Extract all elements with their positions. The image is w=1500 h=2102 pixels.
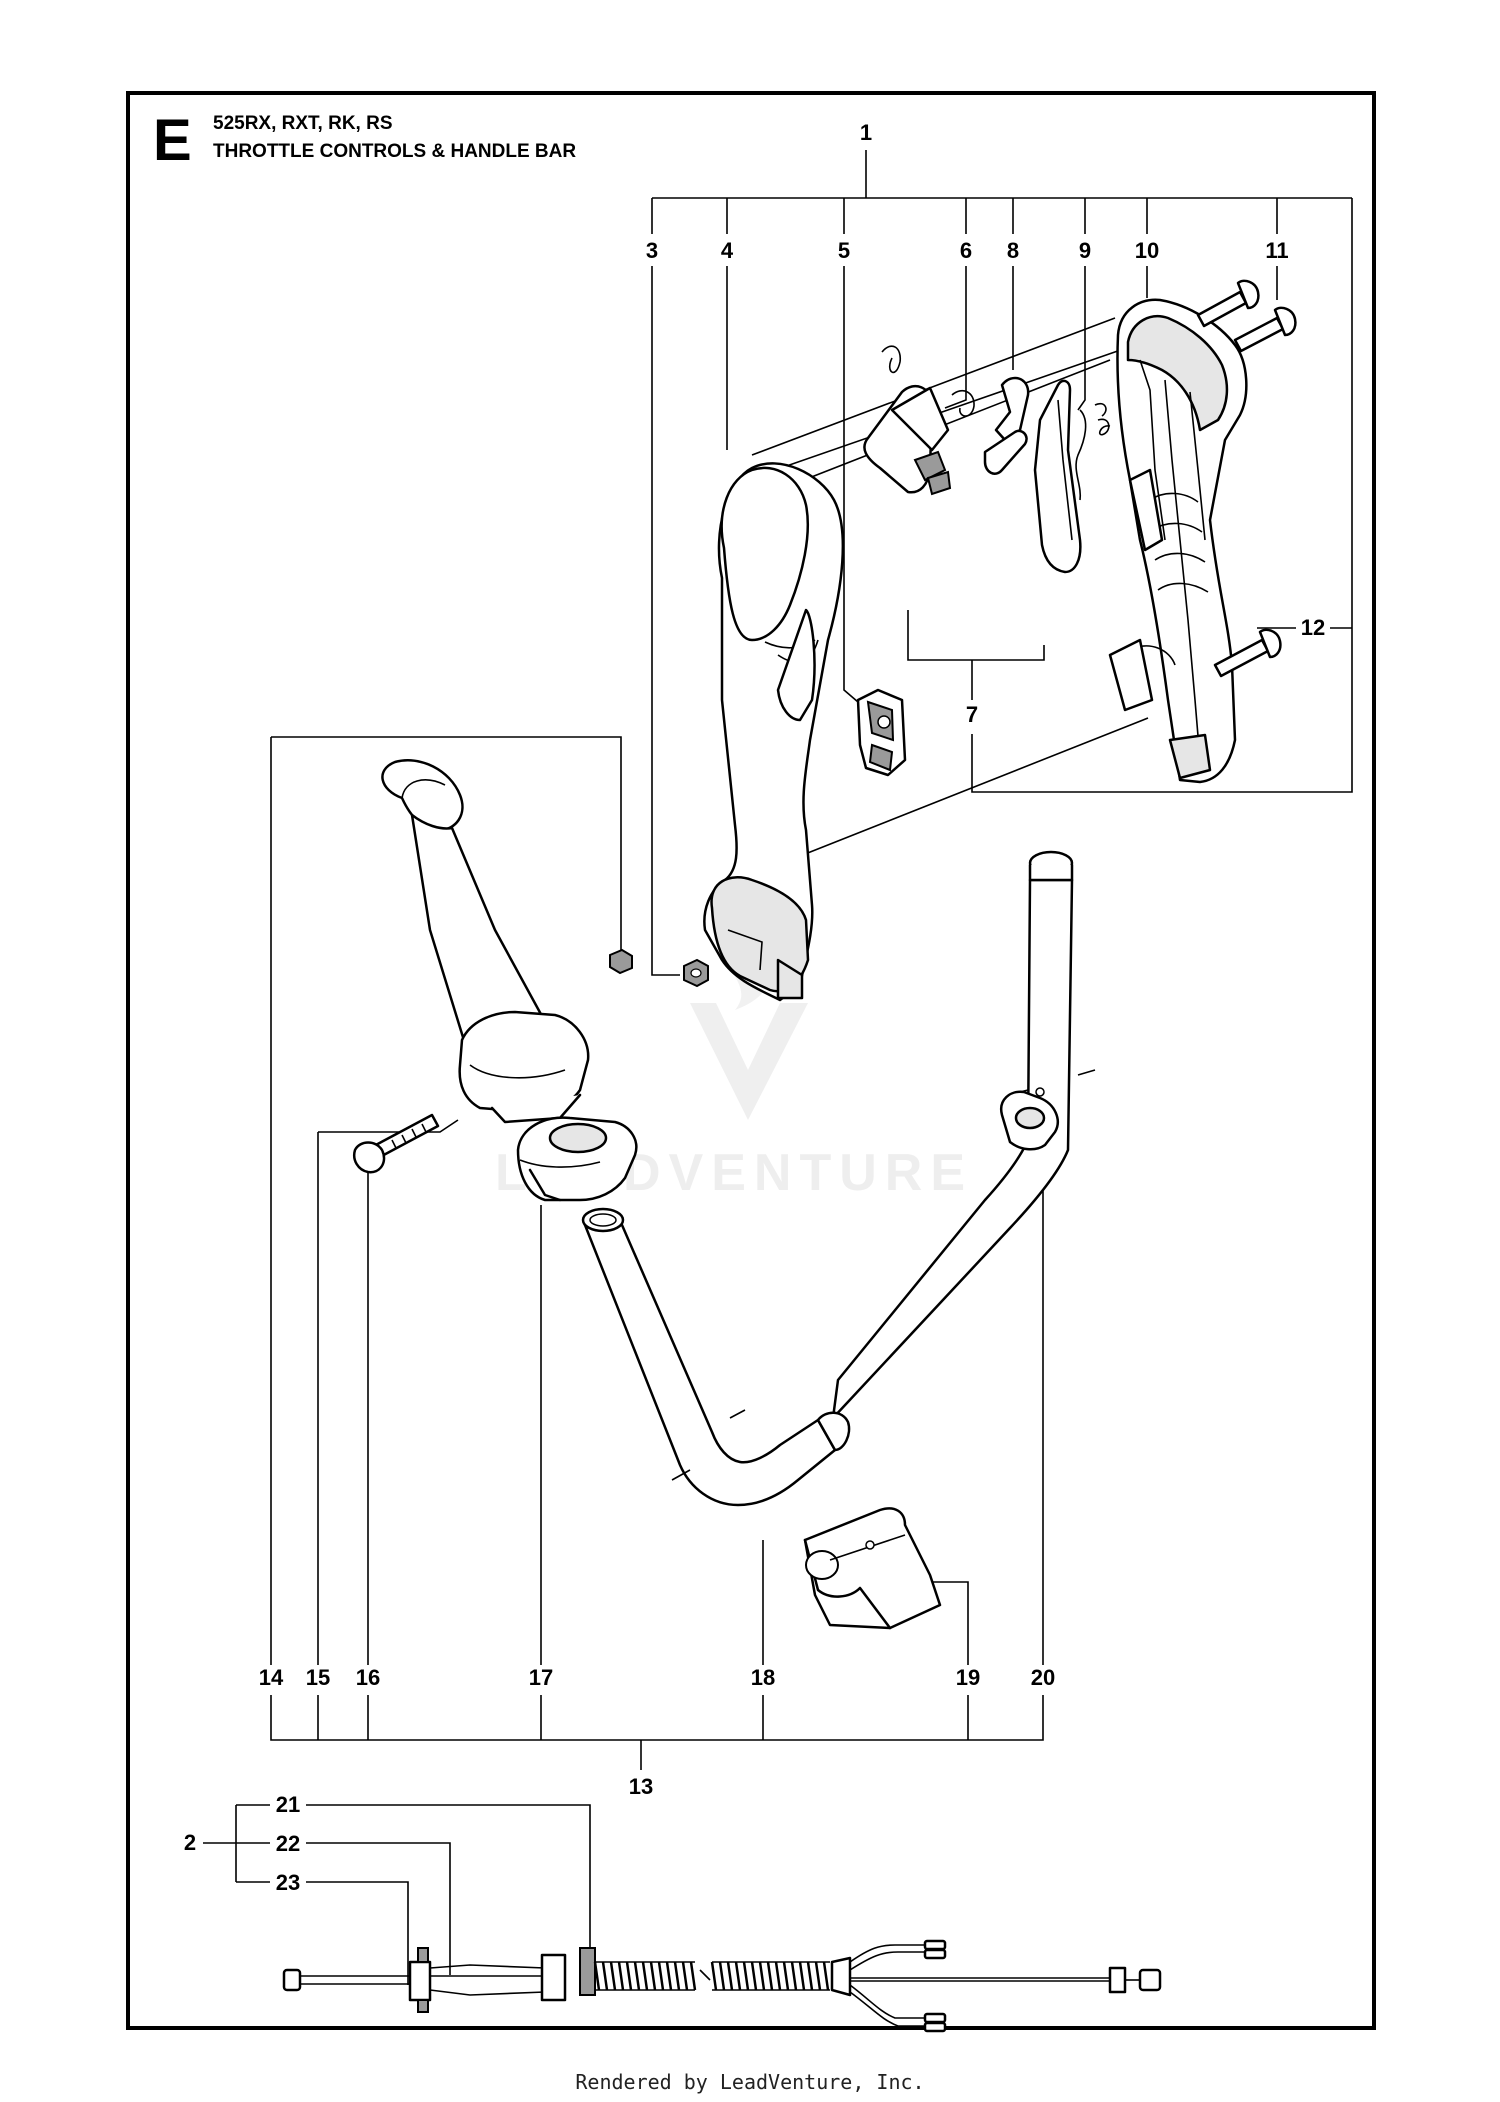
handle-grip-part-4 bbox=[703, 462, 845, 1002]
callout-15: 15 bbox=[306, 1665, 330, 1690]
callout-18: 18 bbox=[751, 1665, 775, 1690]
section-letter: E bbox=[153, 108, 192, 173]
grip-nut bbox=[609, 948, 633, 975]
callout-19: 19 bbox=[956, 1665, 980, 1690]
callout-14: 14 bbox=[259, 1665, 284, 1690]
throttle-cable-assembly bbox=[282, 1939, 1162, 2033]
stop-switch-part-5 bbox=[856, 688, 907, 777]
bracket-part-19 bbox=[803, 1507, 942, 1630]
callout-9: 9 bbox=[1079, 238, 1091, 263]
callout-labels: 1 2 3 4 5 6 7 8 9 10 11 12 13 14 15 16 1… bbox=[184, 120, 1325, 1895]
callout-3: 3 bbox=[646, 238, 658, 263]
callout-6: 6 bbox=[960, 238, 972, 263]
clamp-part-17 bbox=[516, 1116, 638, 1202]
title-description: THROTTLE CONTROLS & HANDLE BAR bbox=[213, 141, 576, 162]
grip-housing-part-15 bbox=[458, 1010, 590, 1124]
callout-23: 23 bbox=[276, 1870, 300, 1895]
callout-12: 12 bbox=[1301, 615, 1325, 640]
callout-11: 11 bbox=[1265, 238, 1288, 263]
callout-22: 22 bbox=[276, 1831, 300, 1856]
callout-2: 2 bbox=[184, 1830, 196, 1855]
throttle-handle-assembly bbox=[683, 279, 1297, 1002]
callout-5: 5 bbox=[838, 238, 850, 263]
leader-lines bbox=[203, 150, 1353, 1985]
screw-part-12 bbox=[1213, 628, 1282, 678]
callout-20: 20 bbox=[1031, 1665, 1055, 1690]
left-grip-part-14 bbox=[381, 759, 557, 1062]
callout-8: 8 bbox=[1007, 238, 1019, 263]
diagram-frame bbox=[126, 91, 1376, 2030]
callout-1: 1 bbox=[860, 120, 872, 145]
callout-4: 4 bbox=[721, 238, 734, 263]
cable-clip-part-20 bbox=[999, 1090, 1059, 1151]
callout-13: 13 bbox=[629, 1774, 653, 1799]
callout-17: 17 bbox=[529, 1665, 553, 1690]
footer-credit: Rendered by LeadVenture, Inc. bbox=[575, 2070, 925, 2094]
bolt-part-16 bbox=[353, 1113, 440, 1174]
handle-housing-part-10 bbox=[1108, 298, 1248, 784]
callout-7: 7 bbox=[966, 702, 978, 727]
throttle-trigger-parts bbox=[863, 345, 1111, 574]
handlebar-assembly bbox=[353, 759, 1096, 1630]
callout-21: 21 bbox=[276, 1792, 300, 1817]
nut-part-3 bbox=[683, 958, 709, 988]
callout-16: 16 bbox=[356, 1665, 380, 1690]
callout-10: 10 bbox=[1135, 238, 1159, 263]
title-models: 525RX, RXT, RK, RS bbox=[213, 113, 393, 134]
screws-part-11 bbox=[1196, 279, 1297, 353]
